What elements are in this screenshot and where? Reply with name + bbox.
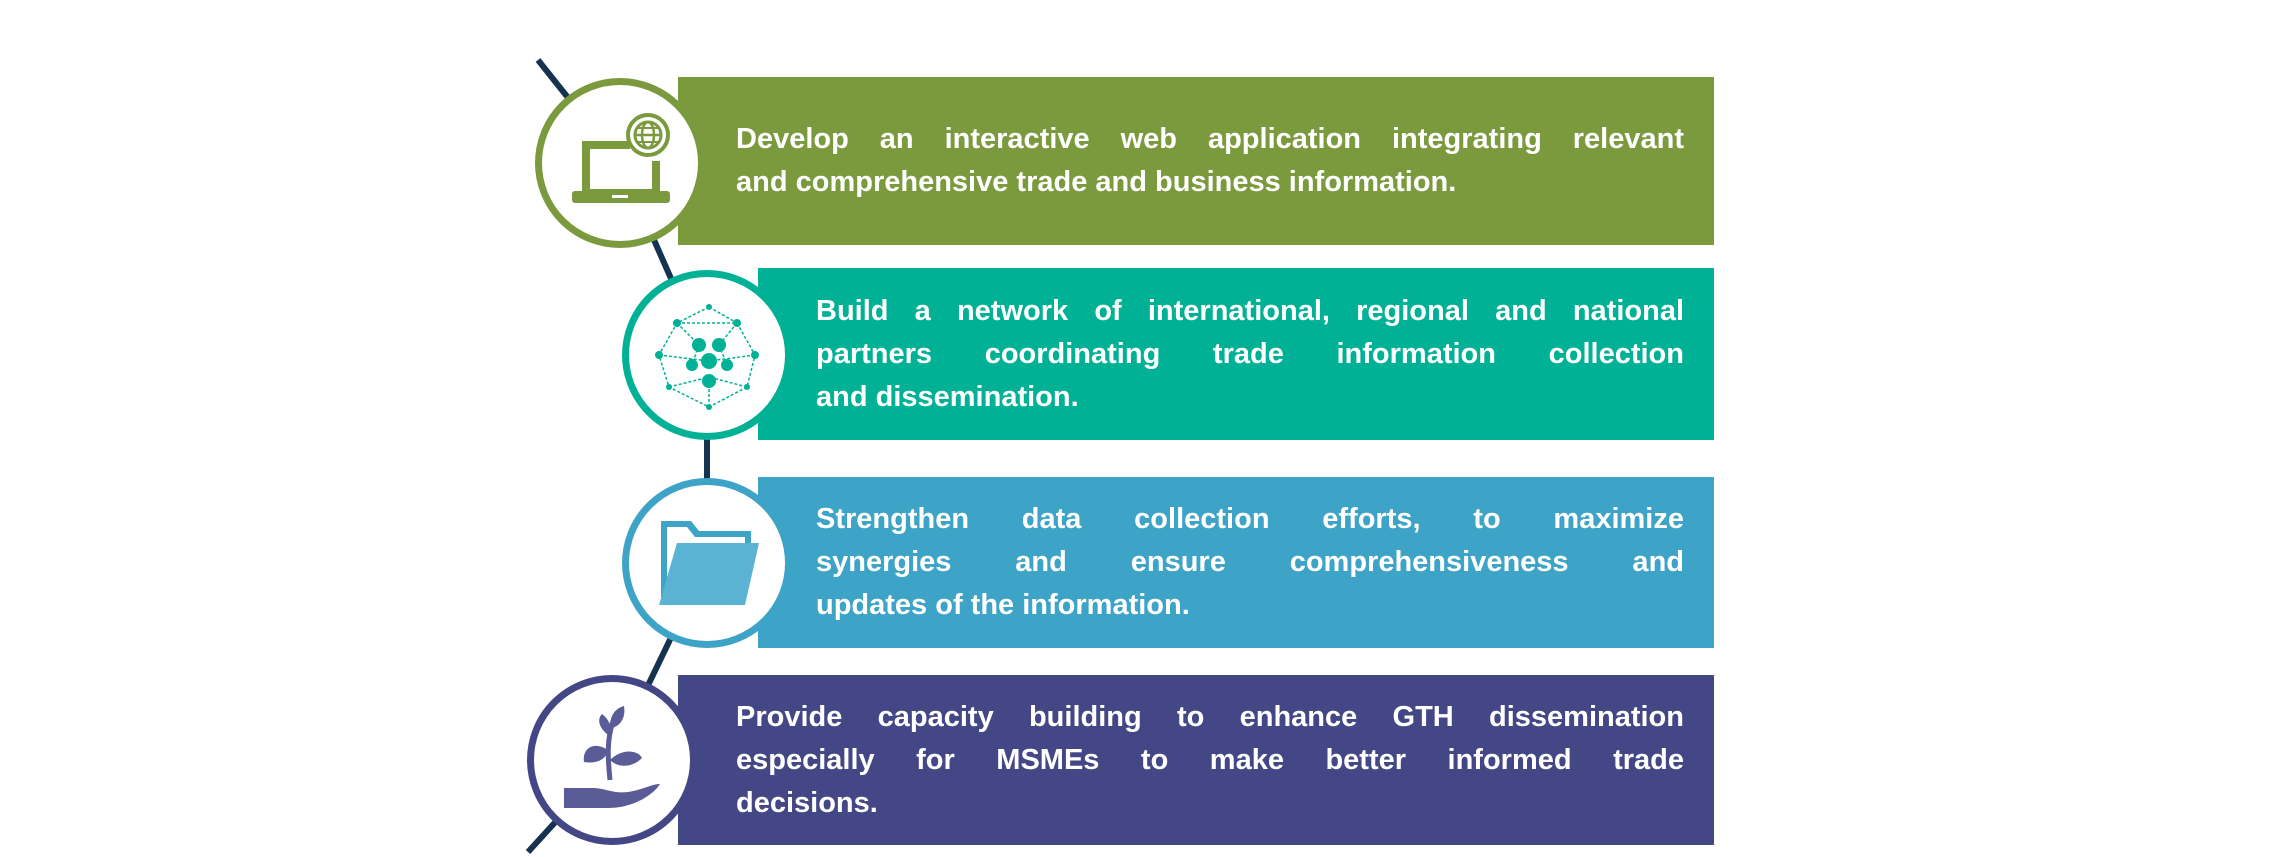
step-1-banner: Develop an interactive web application i… xyxy=(678,77,1714,245)
step-4-text-line: especially for MSMEs to make better info… xyxy=(736,743,1684,776)
step-3-icon-circle xyxy=(622,478,792,648)
step-2-text-line: and dissemination. xyxy=(816,380,1079,413)
step-3-text-line: synergies and ensure comprehensiveness a… xyxy=(816,546,1684,578)
step-2-banner: Build a network of international, region… xyxy=(758,268,1714,440)
network-icon xyxy=(655,304,759,410)
step-2-text-line: partners coordinating trade information … xyxy=(816,337,1684,370)
step-2-icon-circle xyxy=(622,270,792,440)
step-4-text-line: Provide capacity building to enhance GTH… xyxy=(736,700,1684,733)
step-3-banner: Strengthen data collection efforts, to m… xyxy=(758,477,1714,648)
step-1-text-line: Develop an interactive web application i… xyxy=(736,123,1684,155)
step-1-icon-circle xyxy=(535,78,705,248)
step-3-text-line: updates of the information. xyxy=(816,589,1190,621)
laptop-globe-icon xyxy=(572,113,670,203)
step-4-text-line: decisions. xyxy=(736,786,878,819)
step-4-icon-circle xyxy=(527,675,697,845)
folder-icon xyxy=(659,521,759,605)
plant-hand-icon xyxy=(564,706,660,808)
step-4-banner: Provide capacity building to enhance GTH… xyxy=(678,675,1714,845)
step-1-text-line: and comprehensive trade and business inf… xyxy=(736,166,1457,198)
step-2-text-line: Build a network of international, region… xyxy=(816,294,1684,327)
step-3-text-line: Strengthen data collection efforts, to m… xyxy=(816,503,1684,535)
